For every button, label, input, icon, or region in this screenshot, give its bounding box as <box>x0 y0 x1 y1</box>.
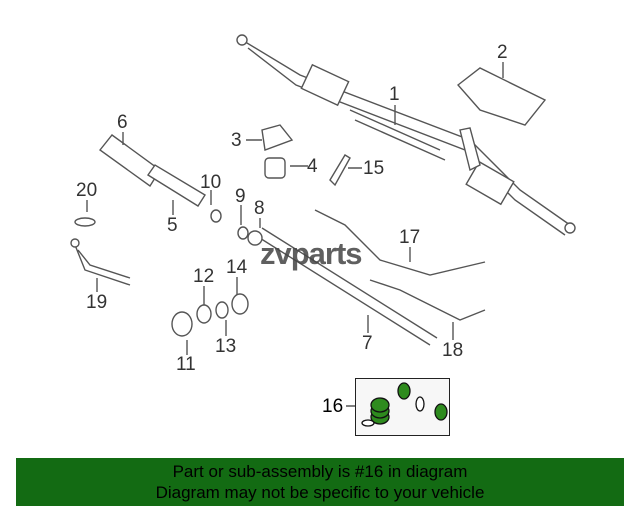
part-16-kit-box[interactable] <box>355 378 450 436</box>
callout-18[interactable]: 18 <box>442 340 464 361</box>
callout-10[interactable]: 10 <box>200 172 222 193</box>
callout-16[interactable]: 16 <box>322 396 344 417</box>
callout-19[interactable]: 19 <box>86 292 108 313</box>
callout-3[interactable]: 3 <box>231 130 242 151</box>
callout-7[interactable]: 7 <box>362 333 373 354</box>
callout-20[interactable]: 20 <box>76 180 98 201</box>
callout-1[interactable]: 1 <box>389 84 400 105</box>
bushings <box>171 124 351 337</box>
info-banner: Part or sub-assembly is #16 in diagram D… <box>16 458 624 506</box>
seal-kit-illustration <box>361 382 448 427</box>
callout-5[interactable]: 5 <box>167 215 178 236</box>
boot <box>98 134 161 188</box>
zvparts-watermark: zvparts <box>260 236 363 271</box>
tie-rod <box>70 164 206 286</box>
banner-line-2: Diagram may not be specific to your vehi… <box>155 483 485 502</box>
callout-17[interactable]: 17 <box>399 227 421 248</box>
leader-lines <box>86 62 504 407</box>
callout-14[interactable]: 14 <box>226 257 248 278</box>
callout-9[interactable]: 9 <box>235 186 246 207</box>
callout-12[interactable]: 12 <box>193 266 215 287</box>
banner-line-1: Part or sub-assembly is #16 in diagram <box>172 462 468 481</box>
inner-rack <box>247 227 438 346</box>
callout-15[interactable]: 15 <box>363 158 385 179</box>
callout-4[interactable]: 4 <box>307 156 318 177</box>
steering-rack-assembly <box>236 34 576 236</box>
lines <box>314 209 486 321</box>
callout-11[interactable]: 11 <box>176 354 196 375</box>
callout-13[interactable]: 13 <box>215 336 237 357</box>
heat-shield <box>456 67 547 126</box>
callout-2[interactable]: 2 <box>497 42 508 63</box>
callout-8[interactable]: 8 <box>254 198 265 219</box>
callout-6[interactable]: 6 <box>117 112 128 133</box>
